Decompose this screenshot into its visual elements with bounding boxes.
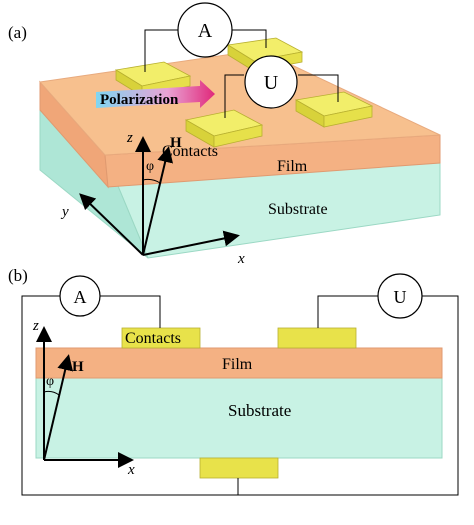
wire-b-left-loop xyxy=(21,295,239,496)
voltmeter-circle-b xyxy=(377,273,423,319)
substrate-rect xyxy=(35,377,443,459)
field-label-b: H xyxy=(72,359,84,375)
angle-arc-a xyxy=(142,178,161,184)
contact-b-bottom xyxy=(199,457,279,479)
z-label-a: z xyxy=(126,130,133,146)
wire-b-right-loop xyxy=(238,295,459,496)
voltmeter-label: U xyxy=(264,72,279,94)
y-label-a: y xyxy=(60,204,69,220)
x-axis-a xyxy=(142,230,240,256)
voltmeter-circle xyxy=(244,55,298,109)
ammeter-circle xyxy=(177,2,233,58)
film-rect xyxy=(35,347,443,379)
substrate-label: Substrate xyxy=(268,201,328,218)
wire-b-ammeter-right xyxy=(100,295,161,328)
contact-b-left xyxy=(121,327,201,349)
voltmeter-wire-left xyxy=(224,74,244,118)
z-label-b: z xyxy=(32,318,39,334)
voltmeter-wire-right xyxy=(298,74,339,102)
panel-b: (b) A U Contacts Film Substrate z x H φ xyxy=(8,266,459,496)
field-vector-b xyxy=(43,354,74,461)
polarization-arrow xyxy=(96,80,215,108)
wire-b-voltmeter-left xyxy=(317,295,378,328)
contact-b-right xyxy=(277,327,357,349)
ammeter-wire-left xyxy=(144,29,178,72)
angle-label-a: φ xyxy=(146,159,154,174)
polarization-label: Polarization xyxy=(100,92,179,108)
ammeter-wire-right xyxy=(232,29,267,48)
field-vector-a xyxy=(142,146,174,256)
panel-b-label: (b) xyxy=(8,266,28,285)
ammeter-label-b: A xyxy=(74,287,87,307)
panel-a: (a) xyxy=(8,2,441,267)
contact-pad-4 xyxy=(294,91,374,128)
voltmeter-label-b: U xyxy=(394,287,407,307)
field-label-a: H xyxy=(170,135,182,151)
contacts-label: Contacts xyxy=(162,143,218,160)
ammeter-label: A xyxy=(198,20,213,42)
x-label-a: x xyxy=(237,251,245,267)
film-label: Film xyxy=(277,158,308,175)
contact-pad-3 xyxy=(184,109,264,148)
ammeter-circle-b xyxy=(59,275,101,317)
x-label-b: x xyxy=(127,462,135,478)
y-axis-a xyxy=(79,193,144,256)
contacts-label-b: Contacts xyxy=(125,330,181,347)
angle-label-b: φ xyxy=(46,374,54,389)
film-label-b: Film xyxy=(222,356,253,373)
panel-a-label: (a) xyxy=(8,23,27,42)
substrate-label-b: Substrate xyxy=(228,401,291,420)
angle-arc-b xyxy=(43,390,60,396)
